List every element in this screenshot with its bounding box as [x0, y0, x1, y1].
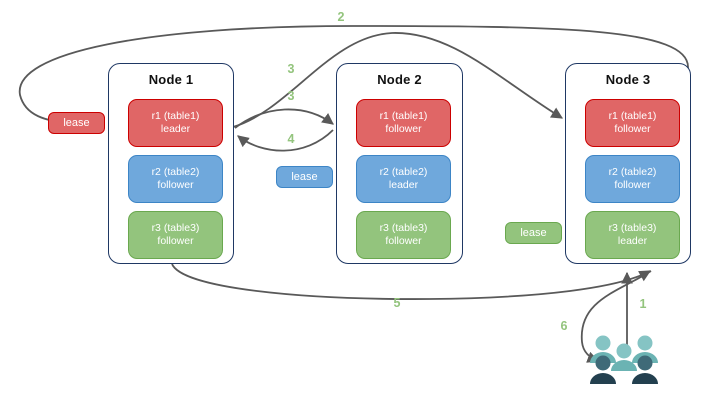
replica-name: r3 (table3) — [608, 222, 657, 234]
step-label-3b: 3 — [287, 89, 295, 103]
replica-role: follower — [157, 235, 194, 247]
node-title: Node 2 — [377, 72, 422, 87]
lease-label: lease — [291, 171, 318, 183]
step-label-2: 2 — [337, 10, 345, 24]
replica-role: follower — [157, 179, 194, 191]
replica-name: r3 (table3) — [379, 222, 428, 234]
lease-label: lease — [520, 227, 547, 239]
replica-name: r1 (table1) — [379, 110, 428, 122]
replica-role: follower — [385, 235, 422, 247]
replica-name: r2 (table2) — [151, 166, 200, 178]
replica-r1[interactable]: r1 (table1) follower — [356, 99, 451, 147]
replica-role: follower — [614, 179, 651, 191]
replica-role: leader — [617, 235, 648, 247]
node-title: Node 1 — [148, 72, 194, 87]
step-label-3a: 3 — [287, 62, 295, 76]
replica-r3[interactable]: r3 (table3) leader — [585, 211, 680, 259]
step-label-4: 4 — [287, 132, 295, 146]
replica-name: r1 (table1) — [151, 110, 200, 122]
replica-name: r3 (table3) — [151, 222, 200, 234]
node-box-node3[interactable]: Node 3 r1 (table1) follower r2 (table2) … — [565, 63, 691, 264]
node-box-node2[interactable]: Node 2 r1 (table1) follower r2 (table2) … — [336, 63, 463, 264]
step-label-5: 5 — [393, 296, 401, 310]
node-title: Node 3 — [605, 72, 651, 87]
replica-r2[interactable]: r2 (table2) follower — [585, 155, 680, 203]
replica-r1[interactable]: r1 (table1) follower — [585, 99, 680, 147]
arrow-step-5 — [171, 263, 652, 300]
replica-role: follower — [614, 123, 651, 135]
replica-r1[interactable]: r1 (table1) leader — [128, 99, 223, 147]
lease-badge-r1[interactable]: lease — [48, 112, 105, 134]
lease-label: lease — [63, 117, 90, 129]
step-label-1: 1 — [639, 297, 647, 311]
replica-name: r2 (table2) — [379, 166, 428, 178]
lease-badge-r3[interactable]: lease — [505, 222, 562, 244]
lease-badge-r2[interactable]: lease — [276, 166, 333, 188]
arrow-step-3-to-node2 — [234, 108, 334, 129]
replica-name: r1 (table1) — [608, 110, 657, 122]
replica-r3[interactable]: r3 (table3) follower — [356, 211, 451, 259]
node-box-node1[interactable]: Node 1 r1 (table1) leader r2 (table2) fo… — [108, 63, 234, 264]
replica-r2[interactable]: r2 (table2) leader — [356, 155, 451, 203]
replica-name: r2 (table2) — [608, 166, 657, 178]
replica-r3[interactable]: r3 (table3) follower — [128, 211, 223, 259]
replica-role: leader — [160, 123, 191, 135]
step-label-6: 6 — [560, 319, 568, 333]
replica-r2[interactable]: r2 (table2) follower — [128, 155, 223, 203]
replica-role: follower — [385, 123, 422, 135]
people-group-icon — [590, 335, 658, 384]
replica-role: leader — [388, 179, 419, 191]
